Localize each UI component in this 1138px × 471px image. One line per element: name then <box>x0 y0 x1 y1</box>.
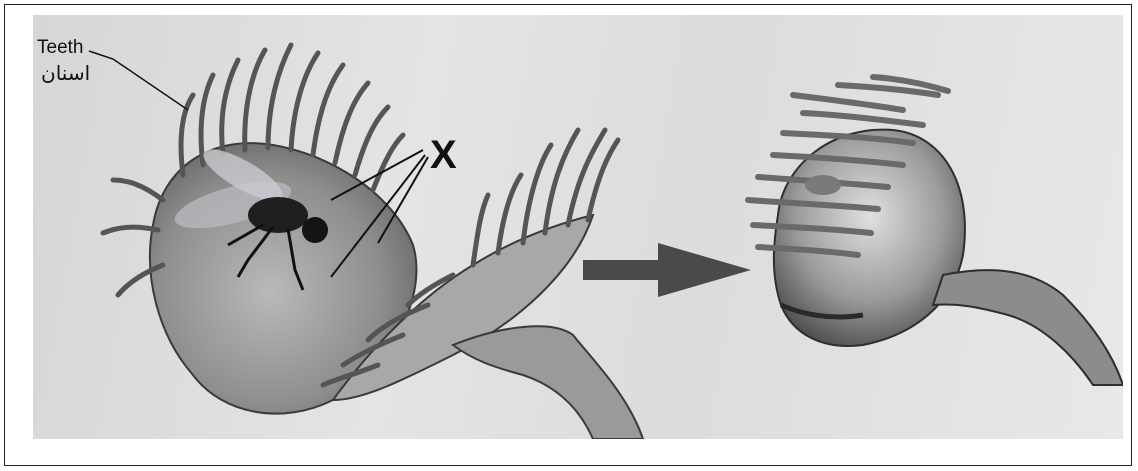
teeth-pointer-line <box>33 15 233 135</box>
trigger-hair-marker: X <box>430 133 457 178</box>
closed-trap <box>748 77 1123 385</box>
venus-flytrap-photo: Teeth اسنان X <box>33 15 1123 439</box>
figure-frame: Teeth اسنان X <box>4 4 1132 466</box>
transition-arrow <box>583 243 751 297</box>
